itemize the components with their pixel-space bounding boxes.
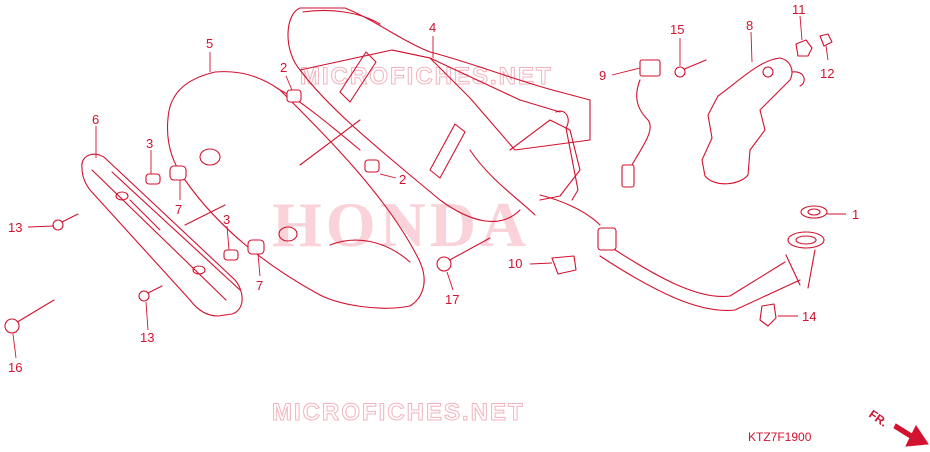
part-label-2-upper: 2 <box>280 60 287 75</box>
part-label-8: 8 <box>746 18 753 33</box>
part-label-7-lower: 7 <box>256 278 263 293</box>
part-label-11: 11 <box>792 2 806 17</box>
muffler-body <box>287 7 601 226</box>
o2-sensor <box>621 59 661 188</box>
watermark-top: MICROFICHES.NET <box>300 63 553 90</box>
part-label-16: 16 <box>8 360 22 375</box>
leader-lines <box>12 15 846 359</box>
part-label-14: 14 <box>802 309 816 324</box>
part-label-10: 10 <box>508 256 522 271</box>
part-label-13-bottom: 13 <box>140 330 154 345</box>
part-label-7-upper: 7 <box>175 202 182 217</box>
diagram-code: KTZ7F1900 <box>748 430 812 444</box>
part-labels: 1 2 2 3 3 4 5 6 7 7 8 9 10 11 12 13 13 1… <box>8 2 859 375</box>
front-direction-arrow: FR. <box>866 407 929 447</box>
part-label-17: 17 <box>445 292 459 307</box>
part-label-6: 6 <box>92 112 99 127</box>
exhaust-pipe <box>597 227 825 312</box>
hardware <box>4 33 833 334</box>
part-label-12: 12 <box>820 66 834 81</box>
part-label-2-lower: 2 <box>399 172 406 187</box>
part-label-1: 1 <box>852 207 859 222</box>
part-label-9: 9 <box>599 68 606 83</box>
part-label-15: 15 <box>670 22 684 37</box>
heat-shield <box>81 153 243 317</box>
part-label-3-lower: 3 <box>223 212 230 227</box>
part-label-3-upper: 3 <box>146 136 153 151</box>
front-direction-label: FR. <box>866 407 890 430</box>
part-label-5: 5 <box>206 36 213 51</box>
muffler-bracket <box>701 57 805 185</box>
part-label-4: 4 <box>429 20 436 35</box>
watermark-bottom: MICROFICHES.NET <box>272 399 525 426</box>
watermark-honda: HONDA <box>272 189 530 260</box>
part-label-13-left: 13 <box>8 220 22 235</box>
